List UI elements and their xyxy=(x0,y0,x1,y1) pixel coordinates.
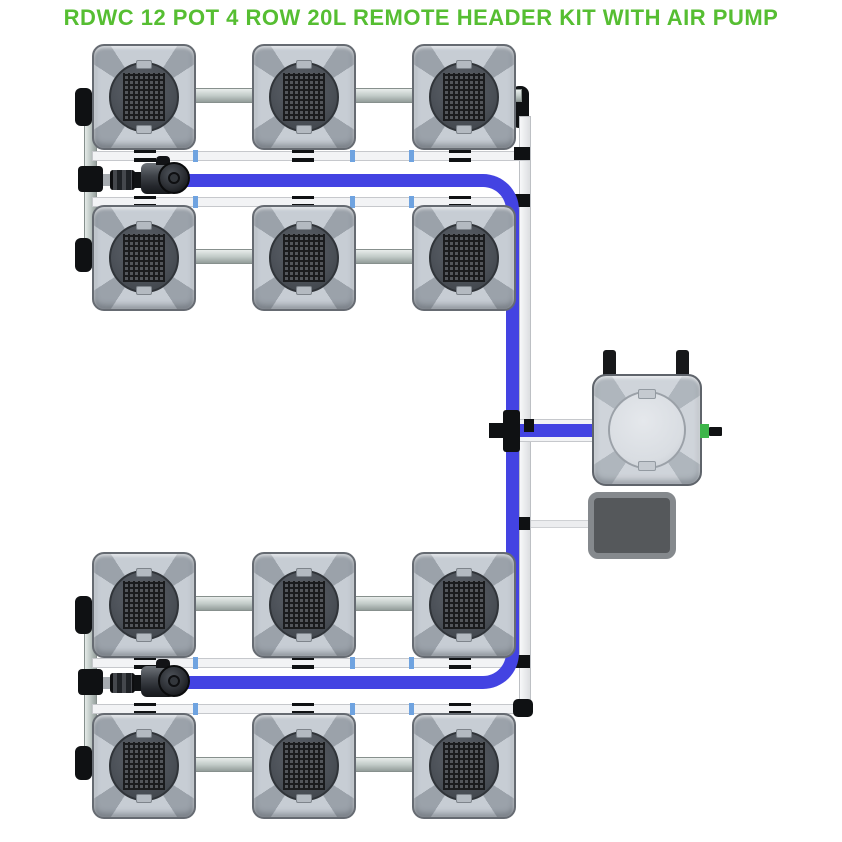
grow-pot xyxy=(92,205,196,311)
net-pot-lid xyxy=(109,729,179,803)
tee-fitting xyxy=(292,150,314,162)
net-pot-lid xyxy=(269,60,339,134)
elbow-fitting xyxy=(75,746,92,780)
reservoir-port-right xyxy=(676,350,689,377)
pipe-clip xyxy=(409,703,414,715)
grow-pot xyxy=(252,44,356,150)
reservoir-port-left xyxy=(603,350,616,377)
pump-outlet-cap xyxy=(156,659,170,668)
net-mesh-icon xyxy=(123,234,165,282)
grow-pot xyxy=(92,713,196,819)
tee-fitting xyxy=(134,150,156,162)
water-pump xyxy=(78,659,194,705)
riser-coupler xyxy=(514,147,530,160)
tee-fitting xyxy=(449,657,471,669)
pipe-clip xyxy=(193,150,198,162)
pipe-clip xyxy=(409,196,414,208)
pipe-clip xyxy=(350,150,355,162)
pump-valve xyxy=(110,673,135,693)
pipe-clip xyxy=(350,196,355,208)
grow-pot xyxy=(412,552,516,658)
net-mesh-icon xyxy=(123,581,165,629)
t-fitting-left-nub xyxy=(489,423,505,438)
grow-pot xyxy=(252,713,356,819)
pump-valve xyxy=(110,170,135,190)
tee-fitting xyxy=(449,150,471,162)
pump-nipple xyxy=(103,677,111,689)
net-pot-lid xyxy=(269,729,339,803)
grow-pot xyxy=(92,552,196,658)
water-pump xyxy=(78,156,194,202)
net-mesh-icon xyxy=(283,234,325,282)
net-pot-lid xyxy=(109,60,179,134)
tee-fitting xyxy=(292,657,314,669)
elbow-fitting xyxy=(75,238,92,272)
net-mesh-icon xyxy=(123,742,165,790)
pump-face xyxy=(158,162,190,194)
net-pot-lid xyxy=(429,221,499,295)
net-mesh-icon xyxy=(443,73,485,121)
net-mesh-icon xyxy=(443,742,485,790)
pump-tee-fitting xyxy=(78,669,103,695)
elbow-fitting xyxy=(75,88,92,126)
grow-pot xyxy=(92,44,196,150)
grow-pot xyxy=(412,44,516,150)
pump-hub xyxy=(168,675,180,687)
net-pot-lid xyxy=(109,221,179,295)
net-pot-lid xyxy=(109,568,179,642)
pipe-clip xyxy=(409,657,414,669)
product-title: RDWC 12 POT 4 ROW 20L REMOTE HEADER KIT … xyxy=(63,5,779,30)
t-fitting xyxy=(503,410,520,452)
green-fitting xyxy=(700,424,709,438)
grow-pot xyxy=(412,713,516,819)
net-pot-lid xyxy=(269,568,339,642)
pipe-clip xyxy=(350,657,355,669)
net-mesh-icon xyxy=(123,73,165,121)
net-mesh-icon xyxy=(443,234,485,282)
pump-outlet-cap xyxy=(156,156,170,165)
net-pot-lid xyxy=(429,568,499,642)
reservoir-tank xyxy=(592,374,702,486)
net-pot-lid xyxy=(269,221,339,295)
pipe-clip xyxy=(193,703,198,715)
riser-coupler xyxy=(514,701,530,714)
net-mesh-icon xyxy=(283,581,325,629)
net-mesh-icon xyxy=(283,742,325,790)
green-fitting-barb xyxy=(709,427,722,436)
pump-tee-fitting xyxy=(78,166,103,192)
air-pump xyxy=(588,492,676,559)
tee-fitting xyxy=(449,703,471,715)
grow-pot xyxy=(412,205,516,311)
blue-tube-reservoir-feed xyxy=(513,424,598,437)
t-fitting-right-nub xyxy=(524,419,534,432)
reservoir-lid xyxy=(608,389,686,471)
net-pot-lid xyxy=(429,729,499,803)
grow-pot xyxy=(252,205,356,311)
pump-collar xyxy=(134,675,142,691)
net-pot-lid xyxy=(429,60,499,134)
pipe-clip xyxy=(409,150,414,162)
pump-hub xyxy=(168,172,180,184)
grow-pot xyxy=(252,552,356,658)
air-line xyxy=(527,520,591,528)
tee-fitting xyxy=(134,703,156,715)
tee-fitting xyxy=(292,703,314,715)
net-mesh-icon xyxy=(283,73,325,121)
net-mesh-icon xyxy=(443,581,485,629)
pipe-clip xyxy=(350,703,355,715)
elbow-fitting xyxy=(75,596,92,634)
pump-collar xyxy=(134,172,142,188)
pump-nipple xyxy=(103,174,111,186)
